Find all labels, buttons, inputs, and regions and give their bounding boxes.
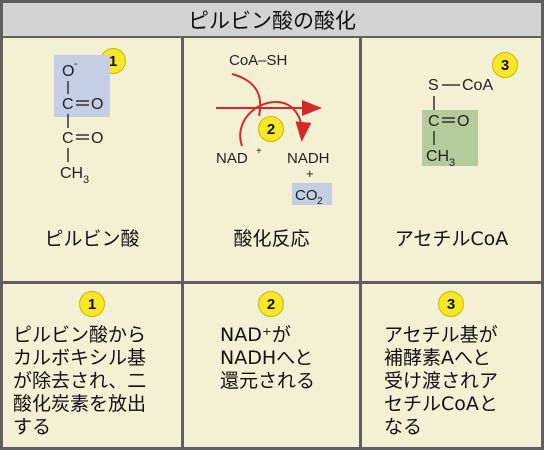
atom-o: O: [457, 113, 469, 130]
nad-label: NAD: [216, 150, 248, 167]
group-ch: CH: [426, 148, 449, 165]
atom-o-1: O: [91, 96, 103, 113]
caption-pyruvate: ピルビン酸: [44, 228, 140, 250]
co2-subscript: 2: [317, 196, 323, 207]
atom-c-1: C: [62, 96, 74, 113]
subscript-3: 3: [83, 174, 89, 186]
caption-oxidation: 酸化反応: [233, 228, 310, 250]
pyruvate-structure: O - C O C O CH 3: [54, 55, 110, 186]
atom-c-2: C: [62, 130, 74, 147]
acetyl-coa-structure: S CoA C O CH 3: [422, 77, 493, 169]
panel-acetyl-coa: 3 S CoA C O CH 3 アセチルCoA: [362, 38, 541, 281]
plus-sign: +: [306, 166, 314, 181]
atom-s: S: [428, 77, 439, 94]
description-badge-1: 1: [79, 291, 105, 317]
coa-arrow-curve: [231, 73, 262, 117]
diagram-title: ピルビン酸の酸化: [3, 3, 541, 36]
coa-group: CoA: [462, 77, 493, 94]
co2-highlight: [292, 183, 332, 205]
co2-label: CO: [295, 187, 318, 204]
description-text-1: ピルビン酸から カルボキシル基 が除去され、二 酸化炭素を放出 する: [13, 324, 147, 438]
description-text-3: アセチル基が 補酵素Aへと 受け渡されア セチルCoAと なる: [384, 324, 499, 438]
description-badge-2: 2: [258, 291, 284, 317]
charge-minus: -: [74, 58, 78, 70]
description-panel-2: 2 NAD⁺が NADHへと 還元される: [184, 284, 359, 447]
description-text-2: NAD⁺が NADHへと 還元される: [220, 324, 316, 392]
oxidation-reaction: CoA–SH NAD + NADH + CO 2: [216, 52, 332, 207]
panel-pyruvate: 1 O - C O C O CH 3 ピルビン酸: [3, 38, 181, 281]
group-ch: CH: [60, 165, 83, 182]
step-badge-2: 2: [258, 116, 284, 142]
atom-c: C: [428, 113, 440, 130]
atom-o-2: O: [91, 130, 103, 147]
description-panel-3: 3 アセチル基が 補酵素Aへと 受け渡されア セチルCoAと なる: [362, 284, 541, 447]
atom-o-minus: O: [62, 63, 74, 80]
description-panel-1: 1 ピルビン酸から カルボキシル基 が除去され、二 酸化炭素を放出 する: [3, 284, 181, 447]
subscript-3: 3: [449, 157, 455, 169]
caption-acetyl-coa: アセチルCoA: [394, 228, 509, 250]
nadh-label: NADH: [287, 150, 330, 167]
coa-sh-label: CoA–SH: [229, 52, 287, 69]
description-badge-3: 3: [438, 291, 464, 317]
panel-oxidation: CoA–SH NAD + NADH + CO 2 2 酸化反応: [184, 38, 359, 281]
nad-superscript: +: [256, 146, 262, 157]
carboxyl-highlight: [54, 55, 110, 117]
nad-arrow-curve: [239, 100, 312, 147]
acetyl-highlight: [422, 110, 478, 166]
step-badge-3: 3: [492, 52, 518, 78]
